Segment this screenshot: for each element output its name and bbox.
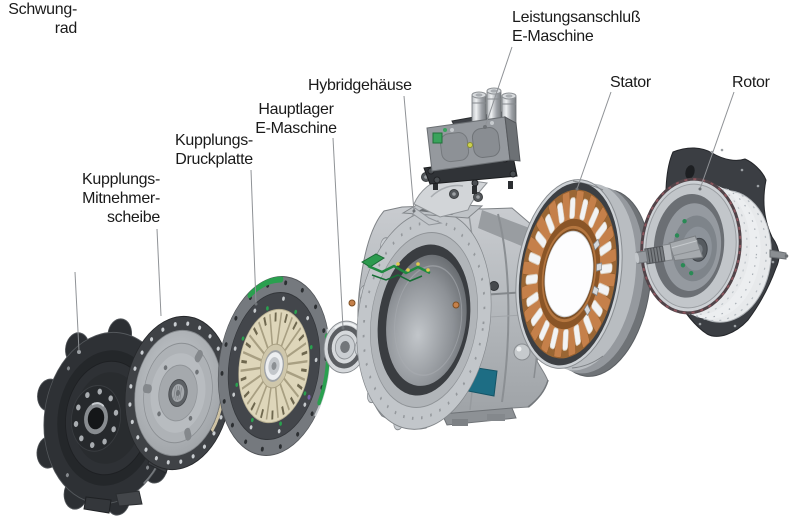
- power-connector-illustration: [423, 87, 521, 194]
- rotor-shaft: [634, 235, 704, 265]
- stator-windings: [521, 189, 617, 359]
- clutch-disc-hub: [168, 379, 188, 407]
- leader-end-dots: [254, 125, 702, 330]
- label-hauptlager-e-maschine: Hauptlager E-Maschine: [255, 101, 337, 137]
- label-rotor: Rotor: [732, 74, 770, 91]
- mounting-bracket-illustration: [412, 169, 488, 226]
- main-bearing-illustration: [323, 320, 367, 374]
- leader-line-druckplatte: [250, 169, 257, 305]
- label-leistungsanschluss-e-maschine: Leistungsanschluß E-Maschine: [512, 9, 641, 45]
- label-schwungrad: Schwung- rad: [8, 1, 77, 37]
- leader-line-hybridgehaeuse: [403, 95, 415, 212]
- label-hybridgehaeuse: Hybridgehäuse: [308, 77, 412, 94]
- pressure-plate-illustration: [217, 276, 331, 456]
- label-stator: Stator: [610, 74, 651, 91]
- housing-wiring: [361, 253, 431, 282]
- rotor-illustration: [634, 147, 789, 337]
- label-kupplungs-druckplatte: Kupplungs- Druckplatte: [175, 132, 253, 168]
- clutch-disc-illustration: [124, 315, 232, 471]
- leader-line-mitnehmerscheibe: [156, 228, 162, 317]
- label-kupplungs-mitnehmerscheibe: Kupplungs- Mitnehmer- scheibe: [82, 171, 160, 226]
- leader-line-schwungrad: [74, 271, 80, 352]
- flywheel-hub: [71, 384, 121, 452]
- leader-line-rotor: [699, 91, 735, 190]
- hybrid-housing-illustration: [348, 202, 549, 433]
- leader-line-leistungsanschluss: [484, 46, 513, 128]
- leader-line-hauptlager: [332, 137, 344, 329]
- leader-line-stator: [576, 91, 612, 190]
- bell-opening: [353, 208, 492, 433]
- stator-illustration: [515, 179, 652, 377]
- leader-lines: [74, 46, 735, 352]
